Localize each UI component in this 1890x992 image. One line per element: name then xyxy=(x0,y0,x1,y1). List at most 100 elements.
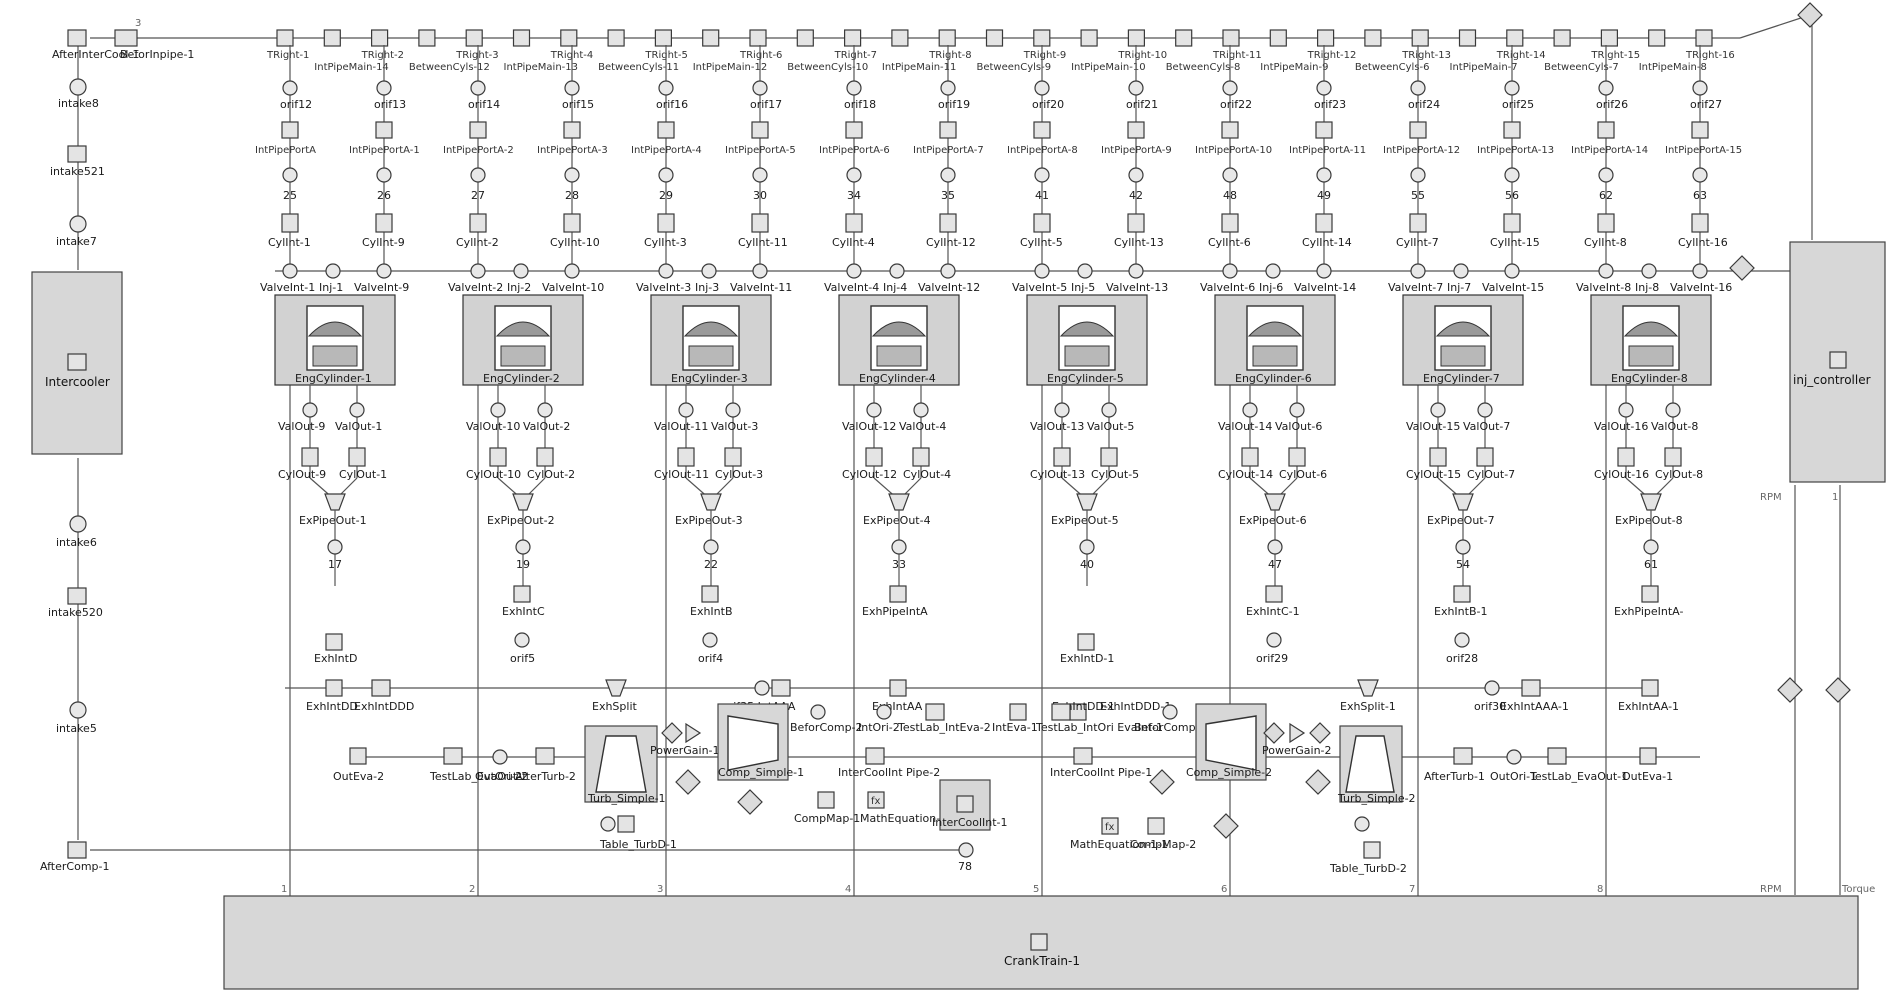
cyl-int[interactable]: CylInt-2 xyxy=(456,213,499,249)
valve-out[interactable]: ValOut-5 xyxy=(1087,402,1134,433)
top-row-component[interactable]: TRight-14 xyxy=(1496,29,1546,61)
exhaust-node[interactable]: 54 xyxy=(1455,539,1471,571)
orif5[interactable]: orif5 xyxy=(510,632,535,665)
intake7-block[interactable]: intake7 xyxy=(56,215,97,248)
top-row-component[interactable]: IntPipeMain-14 xyxy=(314,29,389,73)
valve-out[interactable]: ValOut-8 xyxy=(1651,402,1698,433)
intake5-block[interactable]: intake5 xyxy=(56,701,97,735)
exhaust-node[interactable]: 61 xyxy=(1643,539,1659,571)
top-row-component[interactable]: TRight-6 xyxy=(739,29,782,61)
top-row-component[interactable]: BetweenCyls-11 xyxy=(598,29,679,73)
top-row-component[interactable]: TRight-11 xyxy=(1212,29,1262,61)
engine-cylinder[interactable]: EngCylinder-6 xyxy=(1214,294,1336,386)
intake8-block[interactable]: intake8 xyxy=(58,78,99,110)
cyl-out[interactable]: CylOut-9 xyxy=(278,447,326,481)
injector[interactable]: Inj-6 xyxy=(1259,263,1283,294)
valve-out[interactable]: ValOut-4 xyxy=(899,402,946,433)
pipe-node[interactable]: 55 xyxy=(1410,167,1426,202)
out-eva-1[interactable]: OutEva-1 xyxy=(1622,747,1673,783)
pipe-node[interactable]: 28 xyxy=(564,167,580,202)
power-gain-1[interactable]: PowerGain-1 xyxy=(650,722,720,757)
int-pipe-port[interactable]: IntPipePortA-10 xyxy=(1195,121,1272,156)
turb-simple-1[interactable]: Turb_Simple-1 xyxy=(584,725,666,805)
orifice[interactable]: orif19 xyxy=(938,80,970,111)
cyl-int[interactable]: CylInt-16 xyxy=(1678,213,1728,249)
top-row-component[interactable]: TRight-7 xyxy=(834,29,877,61)
pipe-node[interactable]: 63 xyxy=(1692,167,1708,202)
orifice[interactable]: orif12 xyxy=(280,80,312,111)
int-pipe-port[interactable]: IntPipePortA-12 xyxy=(1383,121,1460,156)
signal-junction[interactable] xyxy=(1797,2,1823,28)
intercool-int-pipe-2[interactable]: InterCoolInt Pipe-2 xyxy=(838,747,940,779)
top-row-component[interactable]: BetweenCyls-7 xyxy=(1544,29,1619,73)
befor-comp-1[interactable]: BeforComp-1 xyxy=(1134,704,1207,734)
top-row-component[interactable]: TRight-13 xyxy=(1401,29,1451,61)
valve-int[interactable]: ValveInt-12 xyxy=(918,263,980,294)
exh-int-b1[interactable]: ExhIntB-1 xyxy=(1434,585,1487,618)
top-row-component[interactable]: IntPipeMain-11 xyxy=(882,29,957,73)
valve-out[interactable]: ValOut-11 xyxy=(654,402,708,433)
exhaust-node[interactable]: 47 xyxy=(1267,539,1283,571)
exh-int-d1[interactable]: ExhIntD-1 xyxy=(1060,633,1114,665)
injector[interactable]: Inj-5 xyxy=(1071,263,1095,294)
cyl-out[interactable]: CylOut-8 xyxy=(1655,447,1703,481)
valve-out[interactable]: ValOut-2 xyxy=(523,402,570,433)
exh-int-dd[interactable]: ExhIntDD ExhIntDDD xyxy=(306,679,414,713)
valve-out[interactable]: ValOut-9 xyxy=(278,402,325,433)
cyl-out[interactable]: CylOut-1 xyxy=(339,447,387,481)
pipe-node[interactable]: 35 xyxy=(940,167,956,202)
orifice[interactable]: orif22 xyxy=(1220,80,1252,111)
int-pipe-port[interactable]: IntPipePortA-8 xyxy=(1007,121,1078,156)
cyl-out[interactable]: CylOut-7 xyxy=(1467,447,1515,481)
crank-train-block[interactable]: CrankTrain-1 RPM Torque xyxy=(223,884,1875,990)
power-gain-2[interactable]: PowerGain-2 xyxy=(1262,722,1332,757)
exh-int-c1[interactable]: ExhIntC-1 xyxy=(1246,585,1300,618)
cyl-int[interactable]: CylInt-15 xyxy=(1490,213,1540,249)
int-ori-2[interactable]: IntOri-2 xyxy=(858,704,900,734)
int-pipe-port[interactable]: IntPipePortA-2 xyxy=(443,121,514,156)
int-pipe-port[interactable]: IntPipePortA-14 xyxy=(1571,121,1648,156)
valve-out[interactable]: ValOut-15 xyxy=(1406,402,1460,433)
top-row-component[interactable]: TRight-8 xyxy=(928,29,972,61)
out-ori-2[interactable]: OutOri-2 xyxy=(475,749,522,783)
int-pipe-port[interactable]: IntPipePortA-5 xyxy=(725,121,796,156)
exh-pipe-int-a-right[interactable]: ExhPipeIntA- xyxy=(1614,585,1683,618)
pipe-node[interactable]: 30 xyxy=(752,167,768,202)
top-row-component[interactable]: IntPipeMain-13 xyxy=(504,29,579,73)
int-pipe-port[interactable]: IntPipePortA-13 xyxy=(1477,121,1554,156)
orifice[interactable]: orif17 xyxy=(750,80,782,111)
valve-int[interactable]: ValveInt-6 xyxy=(1200,263,1255,294)
test-lab-inteva-2[interactable]: TestLab_IntEva-2 xyxy=(897,703,991,734)
cyl-out[interactable]: CylOut-6 xyxy=(1279,447,1327,481)
exh-int-aaa1[interactable]: ExhIntAAA-1 xyxy=(1500,679,1569,713)
intake6-block[interactable]: intake6 xyxy=(56,515,97,549)
injector[interactable]: Inj-7 xyxy=(1447,263,1471,294)
torque-signal-junction[interactable] xyxy=(1825,677,1851,703)
exhaust-node[interactable]: 33 xyxy=(891,539,907,571)
cyl-out[interactable]: CylOut-10 xyxy=(466,447,521,481)
rpm-signal-junction[interactable] xyxy=(1777,677,1803,703)
after-turb-1[interactable]: AfterTurb-1 xyxy=(1424,747,1485,783)
test-lab-intori-evaint-1[interactable]: TestLab_IntOri EvaInt-1 xyxy=(1035,703,1163,734)
top-row-component[interactable]: IntPipeMain-12 xyxy=(693,29,768,73)
cyl-int[interactable]: CylInt-13 xyxy=(1114,213,1164,249)
pipe-node[interactable]: 48 xyxy=(1222,167,1238,202)
exh-split[interactable]: ExhSplit xyxy=(592,679,638,713)
valve-int[interactable]: ValveInt-16 xyxy=(1670,263,1732,294)
valve-out[interactable]: ValOut-10 xyxy=(466,402,520,433)
top-row-component[interactable]: TRight-1 xyxy=(266,29,309,61)
valve-int[interactable]: ValveInt-10 xyxy=(542,263,604,294)
signal-junction[interactable] xyxy=(1305,769,1331,795)
orifice[interactable]: orif14 xyxy=(468,80,500,111)
pipe-node[interactable]: 62 xyxy=(1598,167,1614,202)
after-intercool-block[interactable]: AfterInterCool-1 xyxy=(52,29,139,61)
cyl-int[interactable]: CylInt-12 xyxy=(926,213,976,249)
pipe-node[interactable]: 49 xyxy=(1316,167,1332,202)
comp-simple-2[interactable]: Comp_Simple-2 xyxy=(1186,703,1272,781)
comp-map-1[interactable]: CompMap-1 xyxy=(794,791,860,825)
int-pipe-port[interactable]: IntPipePortA-11 xyxy=(1289,121,1366,156)
valve-int[interactable]: ValveInt-14 xyxy=(1294,263,1356,294)
valve-out[interactable]: ValOut-6 xyxy=(1275,402,1322,433)
valve-int[interactable]: ValveInt-4 xyxy=(824,263,879,294)
